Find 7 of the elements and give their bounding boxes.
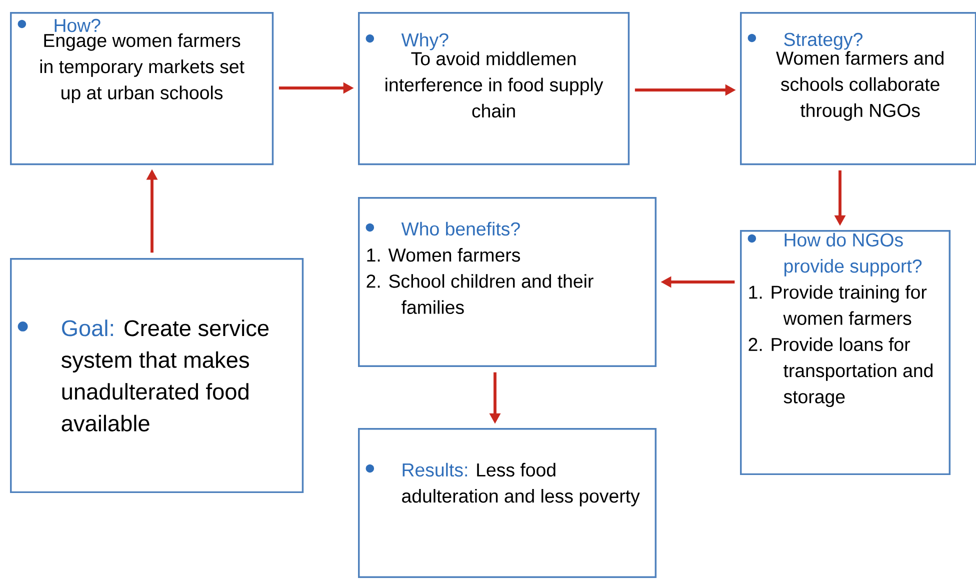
text-box: Results: Less food adulteration and less poverty: [358, 428, 657, 578]
text-box: Who benefits? 1. Women farmers 2. School children and their families: [358, 197, 657, 367]
text-box: How? Engage women farmers in temporary markets set up at urban schools: [10, 12, 274, 166]
text-box: Why? To avoid middlemen interference in food supply chain: [358, 12, 630, 166]
text-box: Strategy? Women farmers and schools collaborate through NGOs: [740, 12, 976, 166]
text-box: Goal: Create service system that makes unadulterated food available: [10, 258, 304, 494]
text-box: How do NGOs provide support? 1. Provide training for women farmers 2. Provide loans for transportation and storage: [740, 230, 951, 476]
